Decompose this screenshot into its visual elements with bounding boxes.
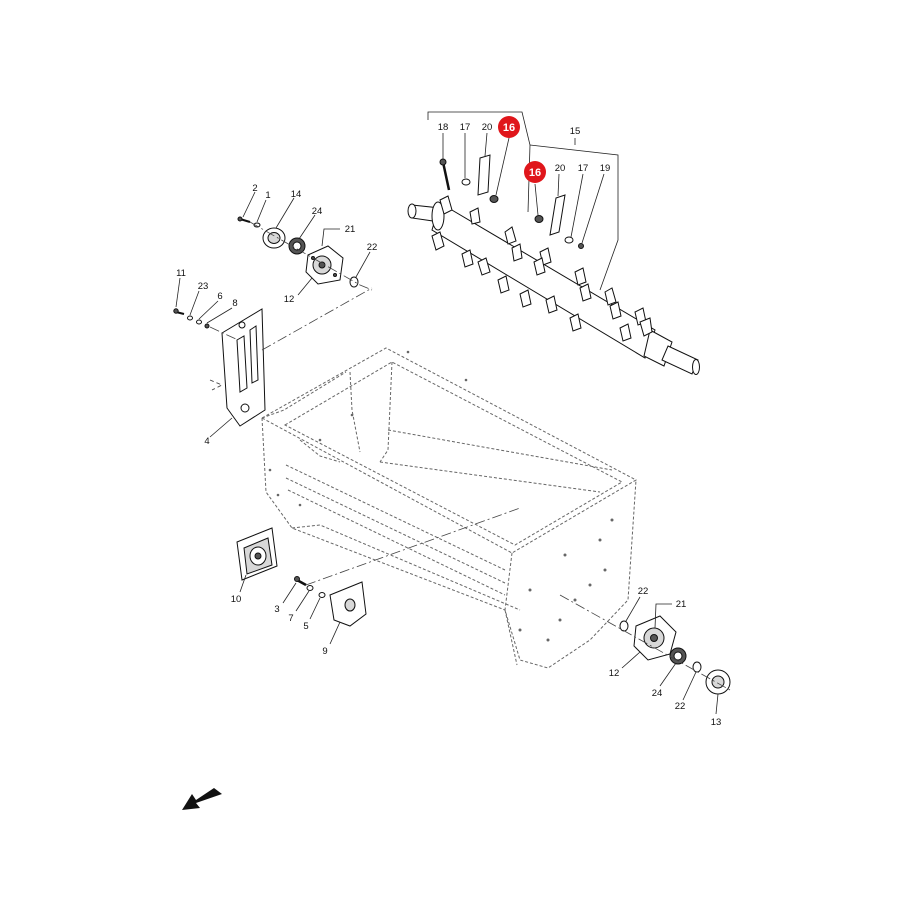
label-20-top[interactable]: 20 xyxy=(482,122,493,133)
label-10[interactable]: 10 xyxy=(231,594,242,605)
label-18[interactable]: 18 xyxy=(438,122,449,133)
label-8[interactable]: 8 xyxy=(232,298,237,309)
label-11[interactable]: 11 xyxy=(176,268,186,279)
label-1[interactable]: 1 xyxy=(265,190,270,201)
callout-16-top[interactable]: 16 xyxy=(498,116,520,138)
label-21-right[interactable]: 21 xyxy=(676,599,687,610)
part-labels: 18 17 20 15 20 17 19 2 1 14 24 21 22 12 … xyxy=(176,122,721,728)
label-21-left[interactable]: 21 xyxy=(345,224,356,235)
label-2[interactable]: 2 xyxy=(252,183,257,194)
label-12-right[interactable]: 12 xyxy=(609,668,620,679)
label-22-right-top[interactable]: 22 xyxy=(638,586,649,597)
label-7[interactable]: 7 xyxy=(288,613,293,624)
left-bearing-group xyxy=(237,216,373,291)
label-14[interactable]: 14 xyxy=(291,189,302,200)
label-5[interactable]: 5 xyxy=(303,621,308,632)
label-19[interactable]: 19 xyxy=(600,163,611,174)
label-20-right[interactable]: 20 xyxy=(555,163,566,174)
label-22-left[interactable]: 22 xyxy=(367,242,378,253)
callout-16-right[interactable]: 16 xyxy=(524,161,546,183)
label-9[interactable]: 9 xyxy=(322,646,327,657)
arrow-down-left-icon xyxy=(182,788,222,810)
label-24-right[interactable]: 24 xyxy=(652,688,663,699)
label-3[interactable]: 3 xyxy=(274,604,279,615)
label-6[interactable]: 6 xyxy=(217,291,222,302)
callout-16-top-badge xyxy=(498,116,520,138)
callout-16-right-text: 16 xyxy=(529,167,541,179)
label-12-left[interactable]: 12 xyxy=(284,294,295,305)
label-17-right[interactable]: 17 xyxy=(578,163,589,174)
hopper-frame xyxy=(260,347,638,669)
callout-16-right-badge xyxy=(524,161,546,183)
label-23[interactable]: 23 xyxy=(198,281,209,292)
rotor-paddles xyxy=(431,195,653,342)
right-bearing-group xyxy=(559,594,731,695)
lower-left-parts xyxy=(236,507,521,627)
side-plate-group xyxy=(173,287,373,427)
leader-lines xyxy=(175,111,719,715)
label-4[interactable]: 4 xyxy=(204,436,209,447)
callout-16-top-text: 16 xyxy=(503,122,515,134)
label-22-right-bottom[interactable]: 22 xyxy=(675,701,686,712)
label-17-top[interactable]: 17 xyxy=(460,122,471,133)
label-13[interactable]: 13 xyxy=(711,717,722,728)
label-24-left[interactable]: 24 xyxy=(312,206,323,217)
label-15[interactable]: 15 xyxy=(570,126,581,137)
rotor-shaft xyxy=(407,195,700,375)
